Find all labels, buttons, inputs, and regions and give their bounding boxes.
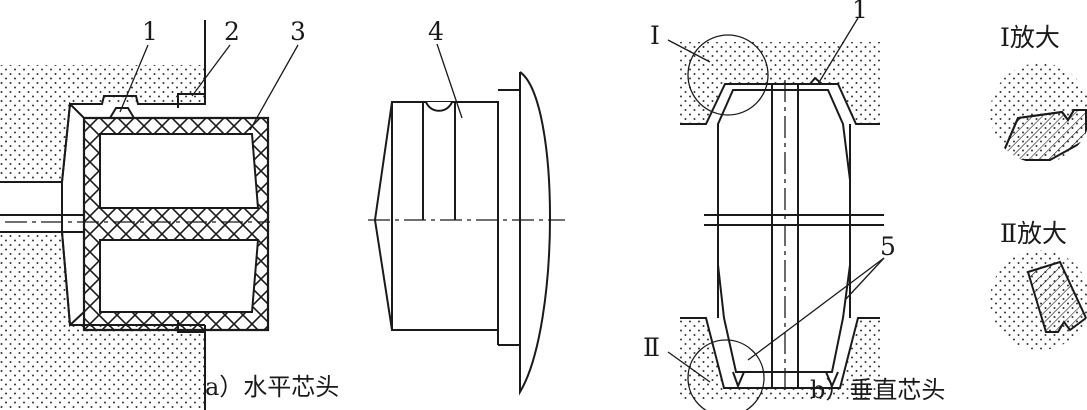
core-print-step [177, 93, 205, 108]
callout-1a: 1 [142, 17, 158, 46]
enlargement-label-II: Ⅱ放大 [1000, 219, 1067, 248]
detail-circle-II [687, 339, 765, 410]
detail-circle-I [687, 34, 769, 116]
enlargement-I [990, 63, 1087, 163]
callout-1b: 1 [852, 0, 868, 24]
enlargement-II [990, 250, 1087, 350]
mould-sand-upper [0, 65, 205, 182]
detail-circles [667, 17, 885, 410]
caption-b: b）垂直芯头 [810, 376, 945, 404]
core-print-4 [368, 71, 565, 396]
detail-mark-II: Ⅱ [643, 333, 660, 362]
mould-sand-lower [0, 232, 205, 410]
mould-sand-bottom [680, 318, 880, 400]
callout-5: 5 [880, 232, 896, 261]
vertical-core [717, 89, 851, 373]
enlargement-label-I: Ⅰ放大 [1000, 23, 1060, 52]
core-print-end [61, 101, 85, 328]
callout-4: 4 [428, 17, 444, 46]
callout-3: 3 [290, 17, 306, 46]
callouts-a [119, 43, 463, 131]
detail-mark-I: Ⅰ [650, 21, 660, 50]
panel-a-horizontal-core-print [0, 20, 270, 410]
panel-b-vertical-core-print [680, 42, 884, 400]
callout-2: 2 [224, 17, 240, 46]
core-body [82, 116, 270, 332]
caption-a: a）水平芯头 [205, 373, 339, 401]
